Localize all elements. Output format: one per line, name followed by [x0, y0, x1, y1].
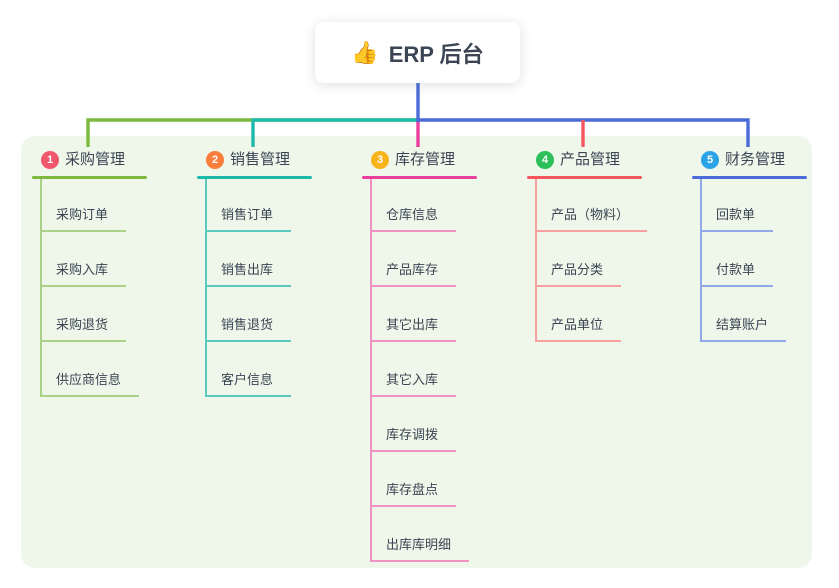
branch-underline — [527, 176, 642, 179]
branch-child-connector — [370, 179, 372, 562]
child-node[interactable]: 采购入库 — [40, 251, 127, 287]
branch-child-connector — [205, 179, 207, 397]
child-node[interactable]: 采购退货 — [40, 306, 127, 342]
branch-underline — [197, 176, 312, 179]
child-node[interactable]: 其它入库 — [370, 361, 457, 397]
child-node[interactable]: 销售订单 — [205, 196, 292, 232]
branch-number-badge: 5 — [701, 151, 719, 169]
branch-number-badge: 2 — [206, 151, 224, 169]
child-node[interactable]: 库存盘点 — [370, 471, 457, 507]
child-node[interactable]: 产品单位 — [535, 306, 622, 342]
child-node[interactable]: 回款单 — [700, 196, 774, 232]
child-node[interactable]: 产品分类 — [535, 251, 622, 287]
branches-panel — [21, 136, 812, 568]
child-node[interactable]: 供应商信息 — [40, 361, 140, 397]
child-node[interactable]: 付款单 — [700, 251, 774, 287]
branch-underline — [692, 176, 807, 179]
child-node[interactable]: 产品库存 — [370, 251, 457, 287]
child-node[interactable]: 采购订单 — [40, 196, 127, 232]
branch-node-label[interactable]: 产品管理 — [560, 151, 621, 168]
branch-node-label[interactable]: 销售管理 — [230, 151, 291, 168]
child-node[interactable]: 产品（物料） — [535, 196, 648, 232]
child-node[interactable]: 销售出库 — [205, 251, 292, 287]
branch-child-connector — [535, 179, 537, 342]
child-node[interactable]: 仓库信息 — [370, 196, 457, 232]
branch-node-label[interactable]: 库存管理 — [395, 151, 456, 168]
branch-node-label[interactable]: 财务管理 — [725, 151, 786, 168]
branch-underline — [362, 176, 477, 179]
branch-underline — [32, 176, 147, 179]
child-node[interactable]: 客户信息 — [205, 361, 292, 397]
child-node[interactable]: 出库库明细 — [370, 526, 470, 562]
child-node[interactable]: 销售退货 — [205, 306, 292, 342]
root-node[interactable]: 👍 ERP 后台 — [315, 22, 520, 83]
branch-number-badge: 1 — [41, 151, 59, 169]
branch-number-badge: 3 — [371, 151, 389, 169]
child-node[interactable]: 其它出库 — [370, 306, 457, 342]
root-node-label: ERP 后台 — [388, 41, 484, 67]
thumbs-up-icon: 👍 — [351, 39, 379, 65]
child-node[interactable]: 结算账户 — [700, 306, 787, 342]
branch-child-connector — [40, 179, 42, 397]
branch-node-label[interactable]: 采购管理 — [65, 151, 126, 168]
branch-child-connector — [700, 179, 702, 342]
branch-number-badge: 4 — [536, 151, 554, 169]
child-node[interactable]: 库存调拨 — [370, 416, 457, 452]
